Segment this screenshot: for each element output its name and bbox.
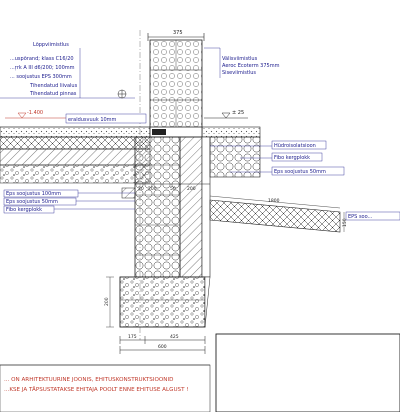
bottom-dimensions: 175 425 600: [119, 334, 206, 354]
fibo-foundation-wall: [134, 136, 181, 278]
floor-eps-insulation: [0, 148, 151, 166]
dim-425: 425: [170, 334, 179, 340]
level-mark-right: ± 25: [204, 110, 248, 119]
label-hydro: Hüdroisolatsioon: [274, 143, 316, 149]
dim-50: 50: [170, 186, 176, 192]
level-left-label: -1.400: [27, 110, 43, 116]
label-eps100: Eps soojustus 100mm: [6, 191, 61, 197]
floor-layers-label: Lõppviimistlus ...uspõrand; klass C16/20…: [0, 42, 135, 99]
separation-joint-text: eraldusvuuk 10mm: [68, 117, 117, 123]
label-eps50-right: Eps soojustus 50mm: [274, 169, 326, 175]
label-fibo-right: Fibo kergplokk: [274, 155, 310, 161]
label-eps-far-right: EPS soo...: [348, 214, 373, 220]
dim-20: 20: [138, 186, 144, 192]
dim-200-b: 200: [187, 186, 196, 192]
dim-150: 150: [342, 218, 348, 227]
left-dimension-200: 200: [104, 276, 114, 328]
hydro-insulation-layer: [201, 136, 211, 278]
dim-375-label: 375: [173, 30, 183, 36]
dim-175: 175: [128, 334, 137, 340]
wall-layers-label: Välisviimistlus Aeroc Ecoterm 375mm Sise…: [204, 47, 280, 78]
slope-symbol: [117, 89, 127, 99]
floor-sand-fill: [0, 164, 151, 184]
plinth-finish: [201, 126, 261, 138]
separation-joint-label: eraldusvuuk 10mm: [65, 113, 147, 124]
mid-dimensions: 20 200 50 200: [135, 183, 210, 192]
ground-eps-slab: [209, 199, 341, 233]
wall-layer-1: Välisviimistlus: [222, 56, 258, 62]
note-line-1: ... ON ARHITEKTUURINE JOONIS, EHITUSKONS…: [4, 377, 173, 383]
dim-200-a: 200: [148, 186, 157, 192]
dim-200-left: 200: [104, 297, 110, 306]
foundation-eps-outer: [179, 136, 203, 278]
wall-layer-2: Aeroc Ecoterm 375mm: [222, 63, 280, 69]
top-dimension: 375: [147, 30, 205, 41]
floor-slab-rebar-layer: [0, 136, 151, 150]
right-labels: Hüdroisolatsioon Fibo kergplokk Eps sooj…: [210, 140, 400, 221]
dim-600: 600: [158, 344, 167, 350]
dpc-strip: [152, 129, 166, 135]
floor-layer-5: Tihendatud pinnas: [29, 91, 77, 97]
floor-layer-title: Lõppviimistlus: [33, 42, 69, 48]
dim-1800: 1800: [268, 198, 280, 204]
note-line-2: ...KSE JA TÄPSUSTATAKSE EHITAJA POOLT EN…: [4, 386, 189, 393]
fibo-block-right: [209, 136, 261, 178]
floor-layer-3: ... soojustus EPS 300mm: [10, 74, 72, 80]
footing-block: [119, 276, 206, 328]
floor-layer-4: Tihendatud liivalus: [29, 83, 78, 89]
left-labels: Eps soojustus 100mm Eps soojustus 50mm F…: [3, 189, 135, 214]
level-right-label: ± 25: [232, 110, 244, 116]
notes-block: ... ON ARHITEKTUURINE JOONIS, EHITUSKONS…: [0, 364, 211, 412]
title-block-frame: [215, 333, 400, 412]
floor-layer-2: ...ŗrk A III d6/200; 100mm: [10, 65, 75, 71]
label-fibo-left: Fibo kergplokk: [6, 207, 42, 213]
level-mark-left: -1.400: [5, 110, 70, 119]
floor-slab-top: [0, 126, 151, 138]
wall-layer-3: Siseviimistlus: [222, 70, 256, 76]
floor-layer-1: ...uspõrand; klass C16/20: [10, 56, 74, 62]
right-dimension-1800: 1800 150: [209, 195, 348, 232]
label-eps50-left: Eps soojustus 50mm: [6, 199, 58, 205]
